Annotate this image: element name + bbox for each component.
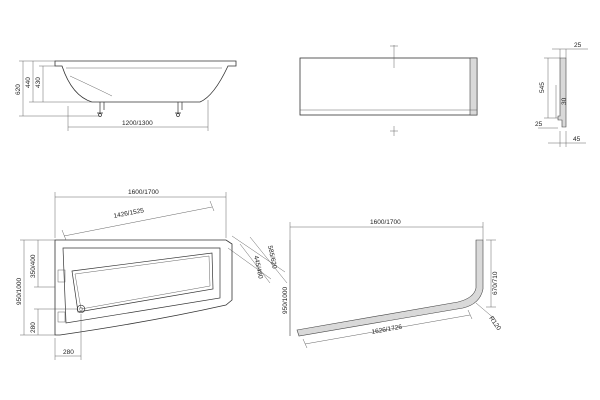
dim-h-rim: 440 — [25, 77, 32, 88]
dim-outer-width: 585/620 — [266, 245, 278, 270]
panel-front-view — [299, 45, 478, 136]
panel-section-profile — [557, 57, 567, 128]
dim-panel-width: 950/1000 — [282, 287, 289, 314]
bath-legs — [97, 102, 183, 117]
dim-depth: 45 — [573, 136, 581, 143]
bath-top-view: 1600/1700 1426/1525 445/480 585/620 950/… — [16, 189, 288, 360]
panel-top-profile — [296, 239, 484, 337]
dim-panel-side: 670/710 — [492, 271, 499, 295]
panel-front-outline — [299, 57, 478, 116]
dim-width: 950/1000 — [16, 278, 23, 305]
panel-section-view: 25 545 30 25 45 — [535, 42, 588, 147]
dim-length: 1200/1300 — [122, 120, 153, 127]
dim-h-total: 620 — [15, 84, 22, 95]
dim-bottom: 25 — [535, 121, 543, 128]
bath-side-outline — [54, 60, 237, 103]
dim-top: 25 — [574, 42, 582, 49]
dim-drain-bottom: 280 — [30, 322, 37, 333]
dim-panel-radius: R120 — [487, 315, 502, 332]
dim-inner-width: 445/480 — [252, 255, 264, 280]
dim-end-width: 350/400 — [30, 254, 37, 278]
bath-side-view: 620 440 430 1200/1300 — [15, 60, 237, 131]
dim-panel-length: 1600/1700 — [370, 219, 401, 226]
panel-top-view: 1600/1700 950/1000 670/710 R120 1626/172… — [282, 219, 502, 349]
dim-inner-length: 1426/1525 — [113, 207, 145, 220]
dim-panel-curve: 1626/1726 — [371, 324, 403, 336]
dim-height: 545 — [539, 82, 546, 93]
dim-drain-side: 280 — [63, 349, 74, 356]
dim-top-length: 1600/1700 — [128, 189, 159, 196]
bath-top-outline — [54, 239, 233, 336]
dim-h-inner: 430 — [35, 77, 42, 88]
dim-slot: 30 — [561, 97, 568, 105]
